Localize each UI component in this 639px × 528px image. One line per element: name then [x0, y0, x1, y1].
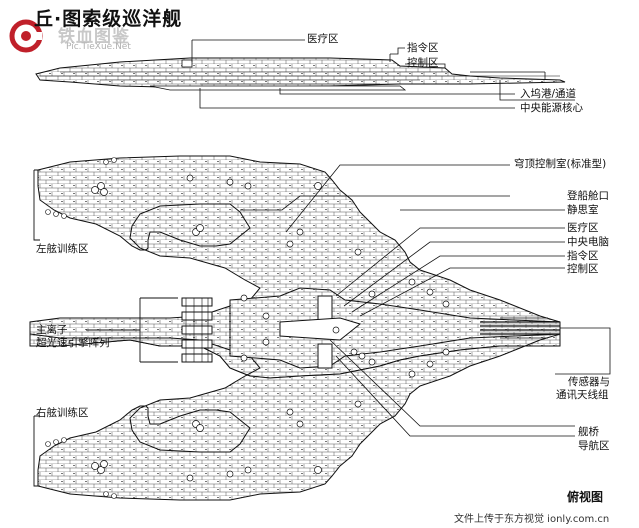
label-boarding-hatch: 登船舱口 — [567, 190, 609, 202]
label-command: 指令区 — [567, 250, 599, 262]
label-control: 控制区 — [567, 263, 599, 275]
side-label-control: 控制区 — [407, 57, 439, 69]
side-label-medical: 医疗区 — [307, 33, 339, 45]
top-view-leaders — [240, 164, 611, 437]
label-ion-line2: 超光速引擎阵列 — [36, 337, 110, 349]
label-navigation: 导航区 — [578, 440, 610, 452]
label-dome-control: 穹顶控制室(标准型) — [514, 158, 607, 170]
label-meditation-room: 静思室 — [567, 204, 599, 216]
watermark-text: 铁血图鉴 — [58, 22, 130, 47]
top-view-edge-ports — [45, 157, 117, 499]
label-central-computer: 中央电脑 — [567, 236, 609, 248]
side-view-dome — [181, 59, 193, 68]
top-view-sensor-antennas — [480, 317, 560, 339]
watermark-text-main: 铁血图鉴 — [58, 27, 130, 47]
side-label-dock: 入坞港/通道 — [520, 88, 577, 100]
label-port-training: 左舷训练区 — [36, 243, 89, 255]
label-medical: 医疗区 — [567, 222, 599, 234]
side-label-command: 指令区 — [407, 42, 439, 54]
label-sensor-line2: 通讯天线组 — [556, 389, 609, 401]
side-view-hull-detail — [40, 71, 560, 85]
label-ion-line1: 主离子 — [36, 324, 68, 336]
watermark-logo — [9, 19, 43, 53]
page-title: 丘·图索级巡洋舰 — [34, 8, 183, 30]
top-view-ship — [29, 155, 561, 501]
top-view-bridge-spine — [279, 317, 362, 341]
label-sensor-line1: 传感器与 — [568, 376, 610, 388]
label-bridge: 舰桥 — [578, 426, 599, 438]
side-view-hull-upper — [35, 57, 566, 89]
side-label-core: 中央能源核心 — [520, 102, 583, 114]
top-view-control-block-lower — [317, 343, 333, 369]
top-view-hull-lower — [29, 333, 561, 501]
top-view-control-block-upper — [317, 295, 333, 321]
watermark-url: Pic.TieXue.Net — [66, 42, 131, 52]
side-view-lower-keel — [149, 85, 407, 91]
top-view-engine-array — [181, 297, 213, 363]
top-view-caption: 俯视图 — [567, 490, 604, 504]
footer-watermark: 文件上传于东方视觉 ionly.com.cn — [454, 514, 610, 525]
side-view-leaders — [191, 39, 575, 109]
top-view-left-brackets — [33, 169, 178, 487]
label-starboard-training: 右舷训练区 — [36, 407, 89, 419]
side-view-ship — [35, 57, 566, 91]
top-view-hull-hatches — [91, 174, 450, 482]
